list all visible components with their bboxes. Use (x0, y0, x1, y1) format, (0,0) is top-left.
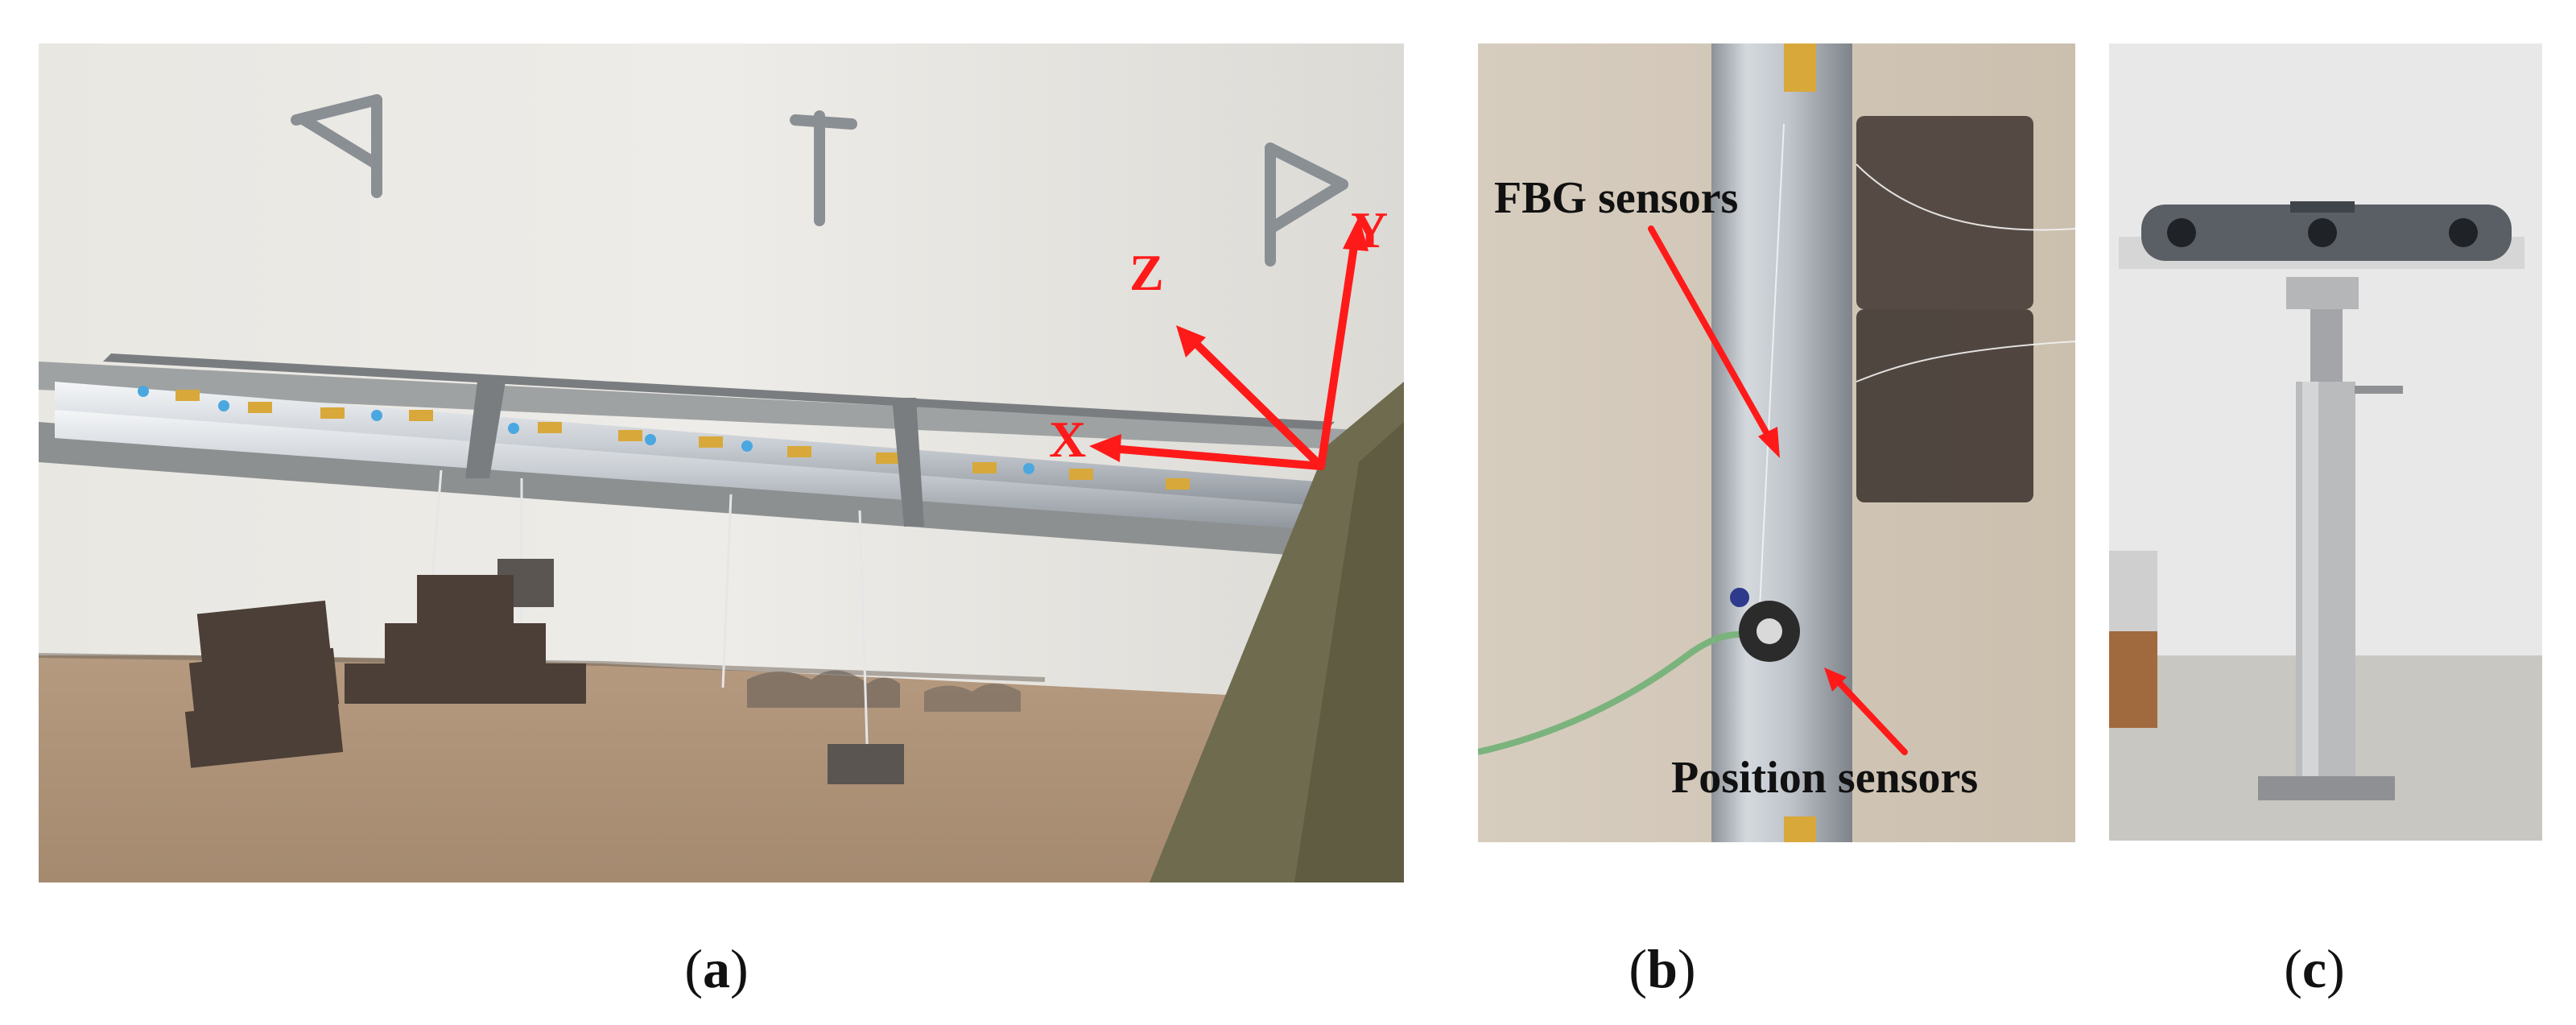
photo-b-sensor-closeup: FBG sensors Position sensors (1478, 43, 2075, 842)
label-fbg-sensors: FBG sensors (1494, 173, 1739, 223)
photo-a-image (39, 43, 1404, 882)
photo-b-image (1478, 43, 2075, 842)
caption-a: (a) (684, 938, 749, 999)
axis-label-y: Y (1351, 201, 1389, 258)
axes-arrows (1089, 217, 1368, 470)
photo-c-image (2109, 43, 2542, 841)
photo-c-tracker-stand (2109, 43, 2542, 841)
photo-a-beam-setup: X Y Z (39, 43, 1404, 882)
axis-label-z: Z (1129, 244, 1164, 301)
label-position-sensors: Position sensors (1671, 753, 1979, 803)
caption-c: (c) (2284, 938, 2345, 999)
caption-b: (b) (1629, 938, 1696, 999)
axis-label-x: X (1049, 411, 1087, 468)
